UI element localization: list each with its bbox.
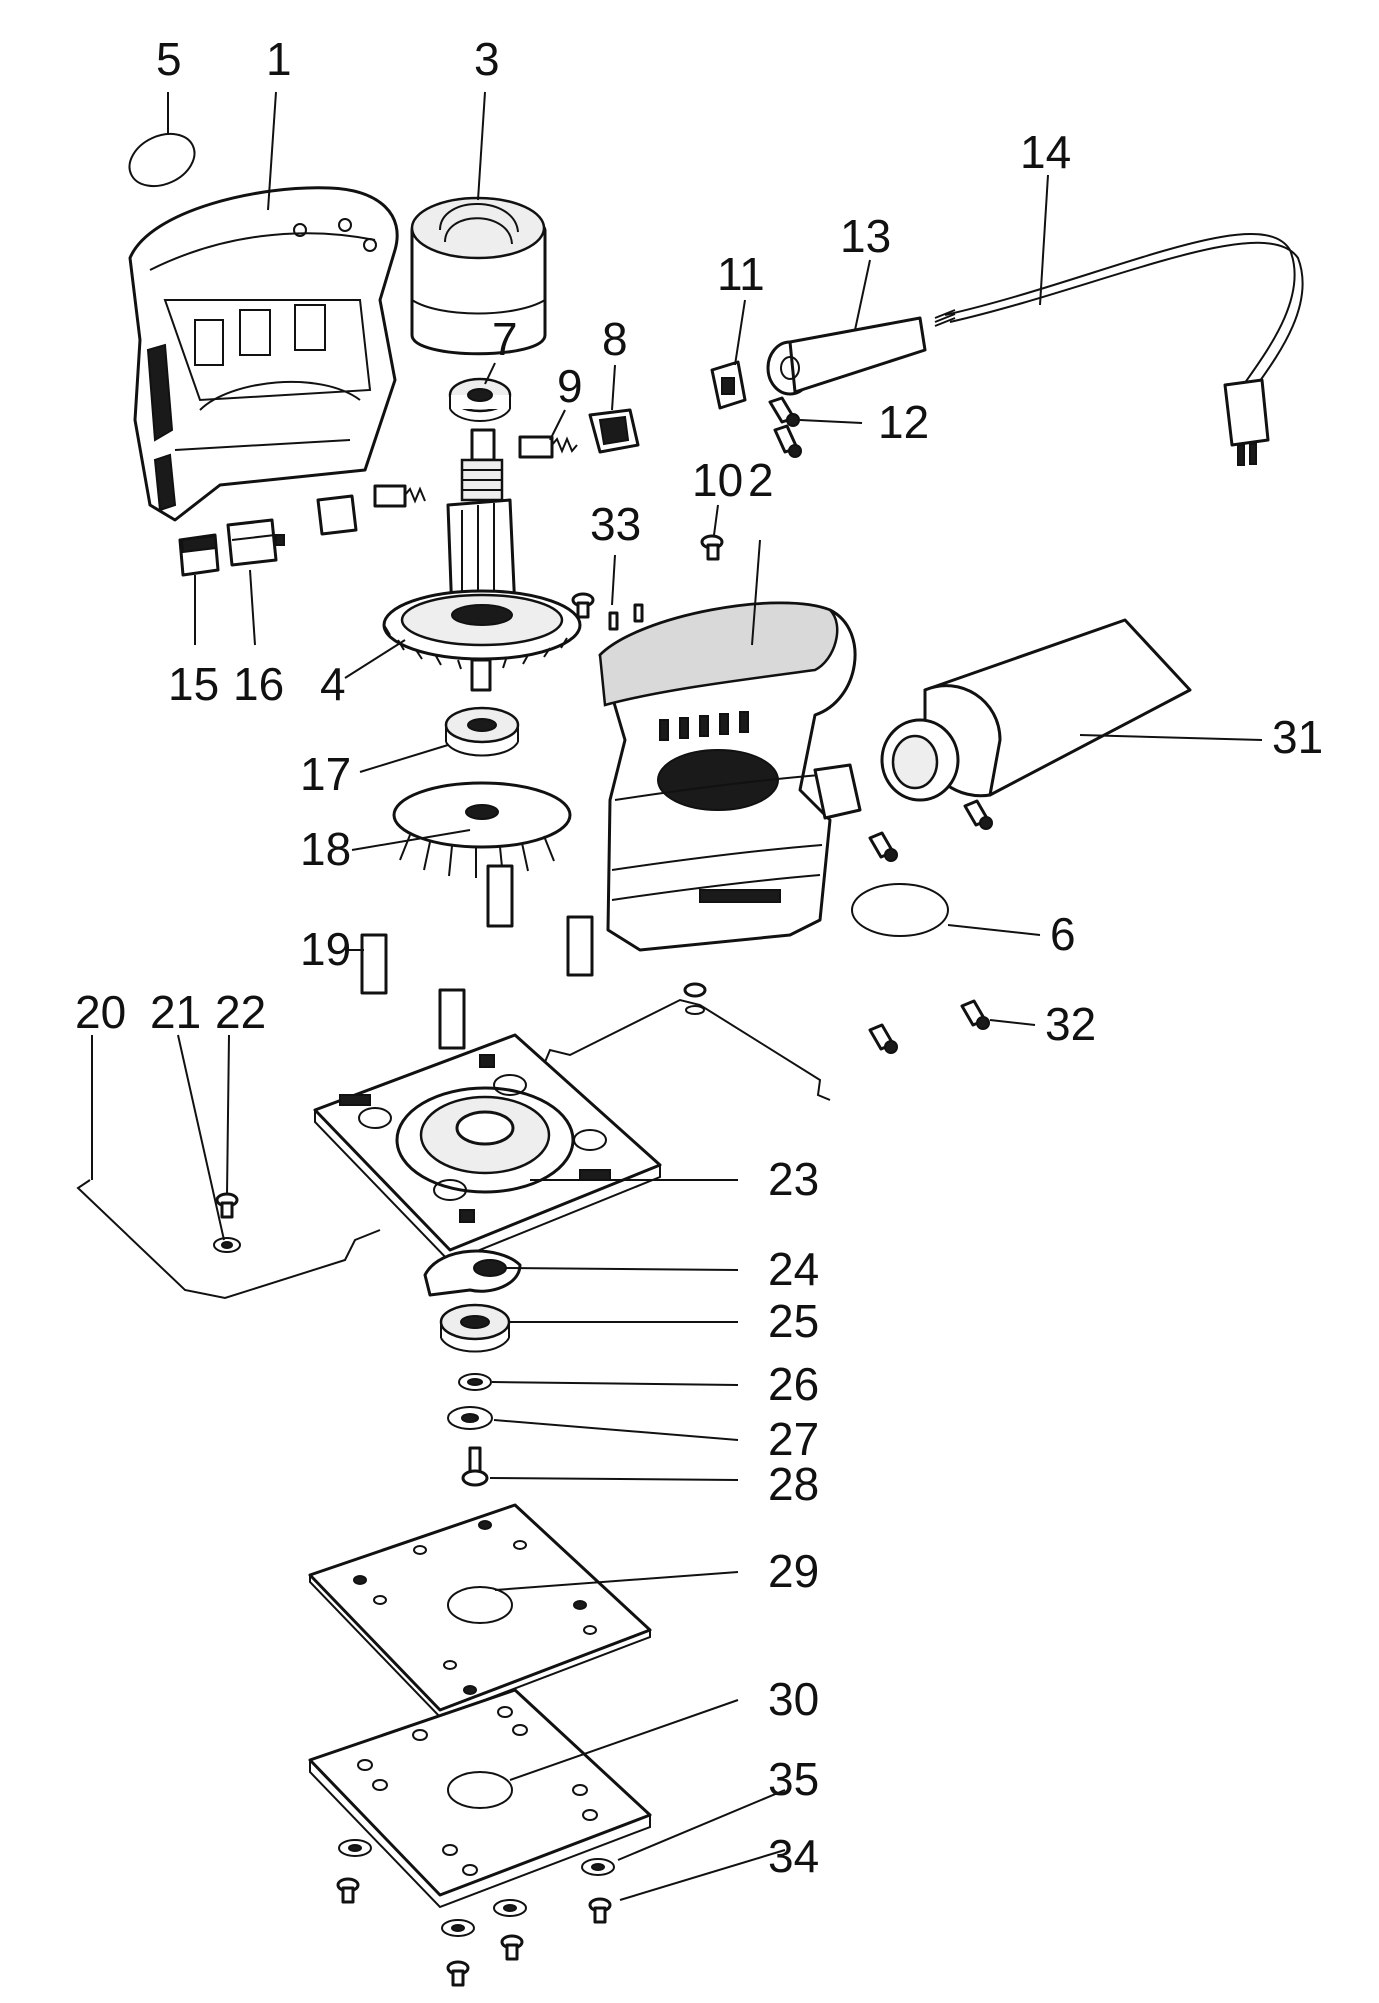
left-brush-assembly (316, 484, 426, 536)
part-label-18: 18 (300, 823, 351, 875)
part-label-12: 12 (878, 396, 929, 448)
part-5-label-plate (128, 132, 196, 188)
part-6-label-plate (851, 883, 949, 937)
part-label-33: 33 (590, 498, 641, 550)
part-label-25: 25 (768, 1295, 819, 1347)
part-24-counterweight (423, 1249, 522, 1297)
part-label-34: 34 (768, 1830, 819, 1882)
part-13-handle-tube (766, 316, 927, 396)
part-label-31: 31 (1272, 711, 1323, 763)
part-31-dust-bag (880, 618, 1192, 802)
part-label-8: 8 (602, 313, 628, 365)
part-32-screws (868, 799, 993, 1054)
part-label-3: 3 (474, 33, 500, 85)
part-label-7: 7 (492, 313, 518, 365)
part-30-sheet (308, 1688, 652, 1909)
part-17-lower-bearing (444, 706, 520, 757)
right-clamp-wire (509, 982, 831, 1101)
part-label-13: 13 (840, 210, 891, 262)
part-label-14: 14 (1020, 126, 1071, 178)
part-21-washer (213, 1237, 241, 1253)
part-label-30: 30 (768, 1673, 819, 1725)
part-label-6: 6 (1050, 908, 1076, 960)
part-11-strain-relief (710, 360, 747, 410)
part-3-stator (410, 196, 547, 356)
part-10-screw (700, 534, 724, 561)
part-23-base-plate (313, 1033, 662, 1264)
part-label-26: 26 (768, 1358, 819, 1410)
part-1-left-housing (128, 186, 399, 522)
part-9-carbon-brush (518, 435, 578, 459)
part-label-9: 9 (557, 360, 583, 412)
part-label-20: 20 (75, 986, 126, 1038)
part-label-35: 35 (768, 1753, 819, 1805)
part-label-2: 2 (748, 454, 774, 506)
part-label-17: 17 (300, 748, 351, 800)
part-12-screws (768, 396, 802, 458)
part-label-5: 5 (156, 33, 182, 85)
part-label-27: 27 (768, 1413, 819, 1465)
part-34-screws (336, 1877, 612, 1987)
part-15-switch-cover (178, 533, 220, 577)
part-2-right-housing (598, 601, 862, 952)
part-20-left-clamp-wire (76, 1179, 381, 1300)
part-35-washers (338, 1839, 615, 1937)
part-label-19: 19 (300, 923, 351, 975)
part-number-labels: 5 1 3 14 13 11 7 8 9 12 10 2 33 15 16 4 … (75, 33, 1323, 1882)
part-label-32: 32 (1045, 998, 1096, 1050)
part-22-screw (215, 1192, 239, 1219)
part-label-24: 24 (768, 1243, 819, 1295)
part-28-screw (461, 1446, 489, 1487)
part-label-29: 29 (768, 1545, 819, 1597)
part-26-washer (458, 1373, 492, 1391)
part-29-pad (308, 1503, 652, 1719)
part-4-armature (382, 428, 582, 692)
part-label-16: 16 (233, 658, 284, 710)
part-label-1: 1 (266, 33, 292, 85)
part-33-pins (571, 592, 644, 631)
part-label-23: 23 (768, 1153, 819, 1205)
part-8-brush-holder (588, 408, 640, 454)
part-label-15: 15 (168, 658, 219, 710)
part-18-fan (392, 781, 572, 928)
part-27-washer (447, 1406, 493, 1430)
part-label-4: 4 (320, 658, 346, 710)
part-label-28: 28 (768, 1458, 819, 1510)
part-label-21: 21 (150, 986, 201, 1038)
part-label-10: 10 (692, 454, 743, 506)
part-label-11: 11 (717, 248, 765, 300)
leader-lines (91, 91, 1263, 1901)
part-7-upper-bearing (448, 377, 512, 422)
part-25-bearing (439, 1303, 511, 1353)
part-19-post (360, 915, 594, 1050)
part-14-power-cord (934, 233, 1304, 466)
part-label-22: 22 (215, 986, 266, 1038)
part-16-switch (226, 518, 285, 567)
